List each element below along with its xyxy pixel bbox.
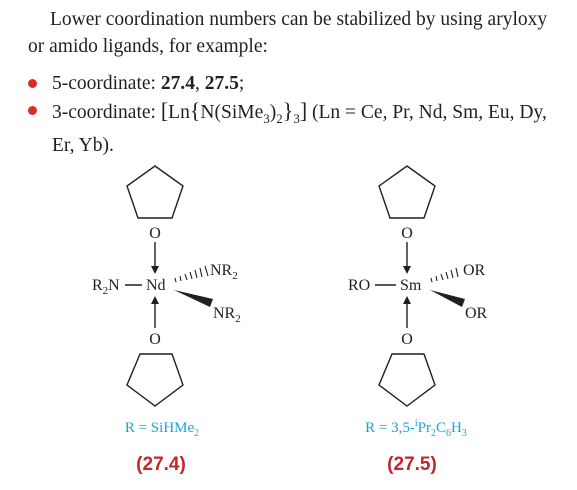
solid-wedge <box>174 290 213 307</box>
separator: , <box>194 73 205 94</box>
list-item: 3-coordinate: [Ln{N(SiMe3)2}3] (Ln = Ce,… <box>26 97 556 159</box>
oxygen-top: O <box>401 225 413 242</box>
metal-center: Sm <box>400 277 422 294</box>
oxygen-top: O <box>149 225 161 242</box>
bullet-dot-icon <box>28 106 37 115</box>
hashed-wedge <box>174 265 209 283</box>
solid-wedge <box>430 290 465 307</box>
metal-center: Nd <box>146 277 166 294</box>
compound-ref: 27.4 <box>160 73 195 94</box>
left-ligand: RO <box>348 277 370 294</box>
bullet-prefix: 5-coordinate: <box>52 73 161 94</box>
thf-ring-top <box>378 165 436 219</box>
structure-27-4 <box>125 165 209 407</box>
ligand-lower: NR2 <box>213 305 241 325</box>
structure-27-5 <box>375 165 459 407</box>
formula: [ <box>160 98 169 123</box>
bullet-list: 5-coordinate: 27.4, 27.5; 3-coordinate: … <box>26 70 556 159</box>
bullet-prefix: 3-coordinate: <box>52 102 161 123</box>
bullet-dot-icon <box>28 79 37 88</box>
compound-label-27-5: (27.5) <box>387 454 437 475</box>
ligand-upper: NR2 <box>210 262 238 282</box>
ligand-upper: OR <box>463 262 486 279</box>
oxygen-bottom: O <box>401 331 413 348</box>
brace: { <box>189 98 201 123</box>
caption-27-4: R = SiHMe2 <box>125 420 199 439</box>
thf-ring-top <box>126 165 184 219</box>
oxygen-bottom: O <box>149 331 161 348</box>
intro-text: Lower coordination numbers can be stabil… <box>28 9 548 57</box>
thf-ring-bottom <box>378 353 436 407</box>
list-item: 5-coordinate: 27.4, 27.5; <box>26 70 556 97</box>
intro-paragraph: Lower coordination numbers can be stabil… <box>28 6 554 60</box>
caption-27-5: R = 3,5-iPr2C6H3 <box>365 418 467 439</box>
ligand-lower: OR <box>465 305 488 322</box>
compound-label-27-4: (27.4) <box>136 454 186 475</box>
bracket: ] <box>299 98 308 123</box>
brace: } <box>282 98 294 123</box>
thf-ring-bottom <box>126 353 184 407</box>
compound-ref: 27.5 <box>204 73 239 94</box>
punctuation: ; <box>238 73 245 94</box>
left-ligand: R2N <box>92 277 120 297</box>
hashed-wedge <box>430 267 459 283</box>
bullet-suffix: (Ln = Ce, Pr, Nd, Sm, Eu, Dy, Er, Yb). <box>52 102 547 156</box>
